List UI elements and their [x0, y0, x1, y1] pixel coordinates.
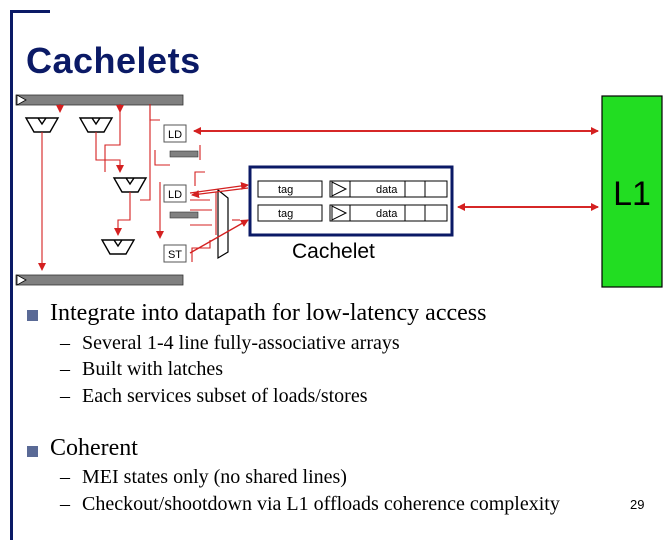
sub-bullet: –Each services subset of loads/stores [60, 385, 368, 407]
svg-text:L1: L1 [613, 175, 651, 213]
bullet-square [27, 446, 38, 457]
latch [169, 211, 199, 219]
latch [169, 150, 199, 158]
mux-shape [217, 188, 229, 260]
pipeline-latch-bottom [15, 274, 184, 286]
bullet-1-text: Integrate into datapath for low-latency … [50, 300, 487, 326]
sub-bullet: –MEI states only (no shared lines) [60, 466, 347, 488]
frame-left-line [10, 10, 13, 540]
tag-field: tag [278, 184, 293, 196]
cachelet-block: tag data tag data [248, 165, 454, 237]
sub-bullet-text: Each services subset of loads/stores [82, 385, 368, 407]
frame-top-line [10, 10, 50, 13]
page-number: 29 [630, 497, 645, 512]
alu-shape [24, 117, 60, 133]
sub-bullet: –Built with latches [60, 358, 224, 380]
st-box: ST [163, 244, 187, 263]
bullet-2-text: Coherent [50, 435, 138, 461]
slide-title: Cachelets [26, 40, 201, 81]
sub-bullet-text: Several 1-4 line fully-associative array… [82, 332, 400, 354]
ld-box-1: LD [163, 124, 187, 143]
alu-shape [112, 177, 148, 193]
svg-text:ST: ST [168, 249, 182, 261]
sub-bullet-text: Checkout/shootdown via L1 offloads coher… [82, 493, 560, 515]
pipeline-latch-top [15, 94, 184, 106]
data-field: data [376, 184, 398, 196]
l1-cache-block: L1 [601, 95, 663, 288]
alu-shape [100, 239, 136, 255]
cachelet-label: Cachelet [292, 240, 375, 263]
sub-bullet: –Several 1-4 line fully-associative arra… [60, 332, 400, 354]
data-field: data [376, 208, 398, 220]
ld-box-2: LD [163, 184, 187, 203]
tag-field: tag [278, 208, 293, 220]
sub-bullet: –Checkout/shootdown via L1 offloads cohe… [60, 493, 560, 515]
bullet-square [27, 310, 38, 321]
sub-bullet-text: MEI states only (no shared lines) [82, 466, 347, 488]
svg-text:LD: LD [168, 189, 182, 201]
svg-text:LD: LD [168, 129, 182, 141]
sub-bullet-text: Built with latches [82, 358, 224, 380]
alu-shape [78, 117, 114, 133]
cachelet-diagram: LD LD ST tag [15, 94, 663, 288]
